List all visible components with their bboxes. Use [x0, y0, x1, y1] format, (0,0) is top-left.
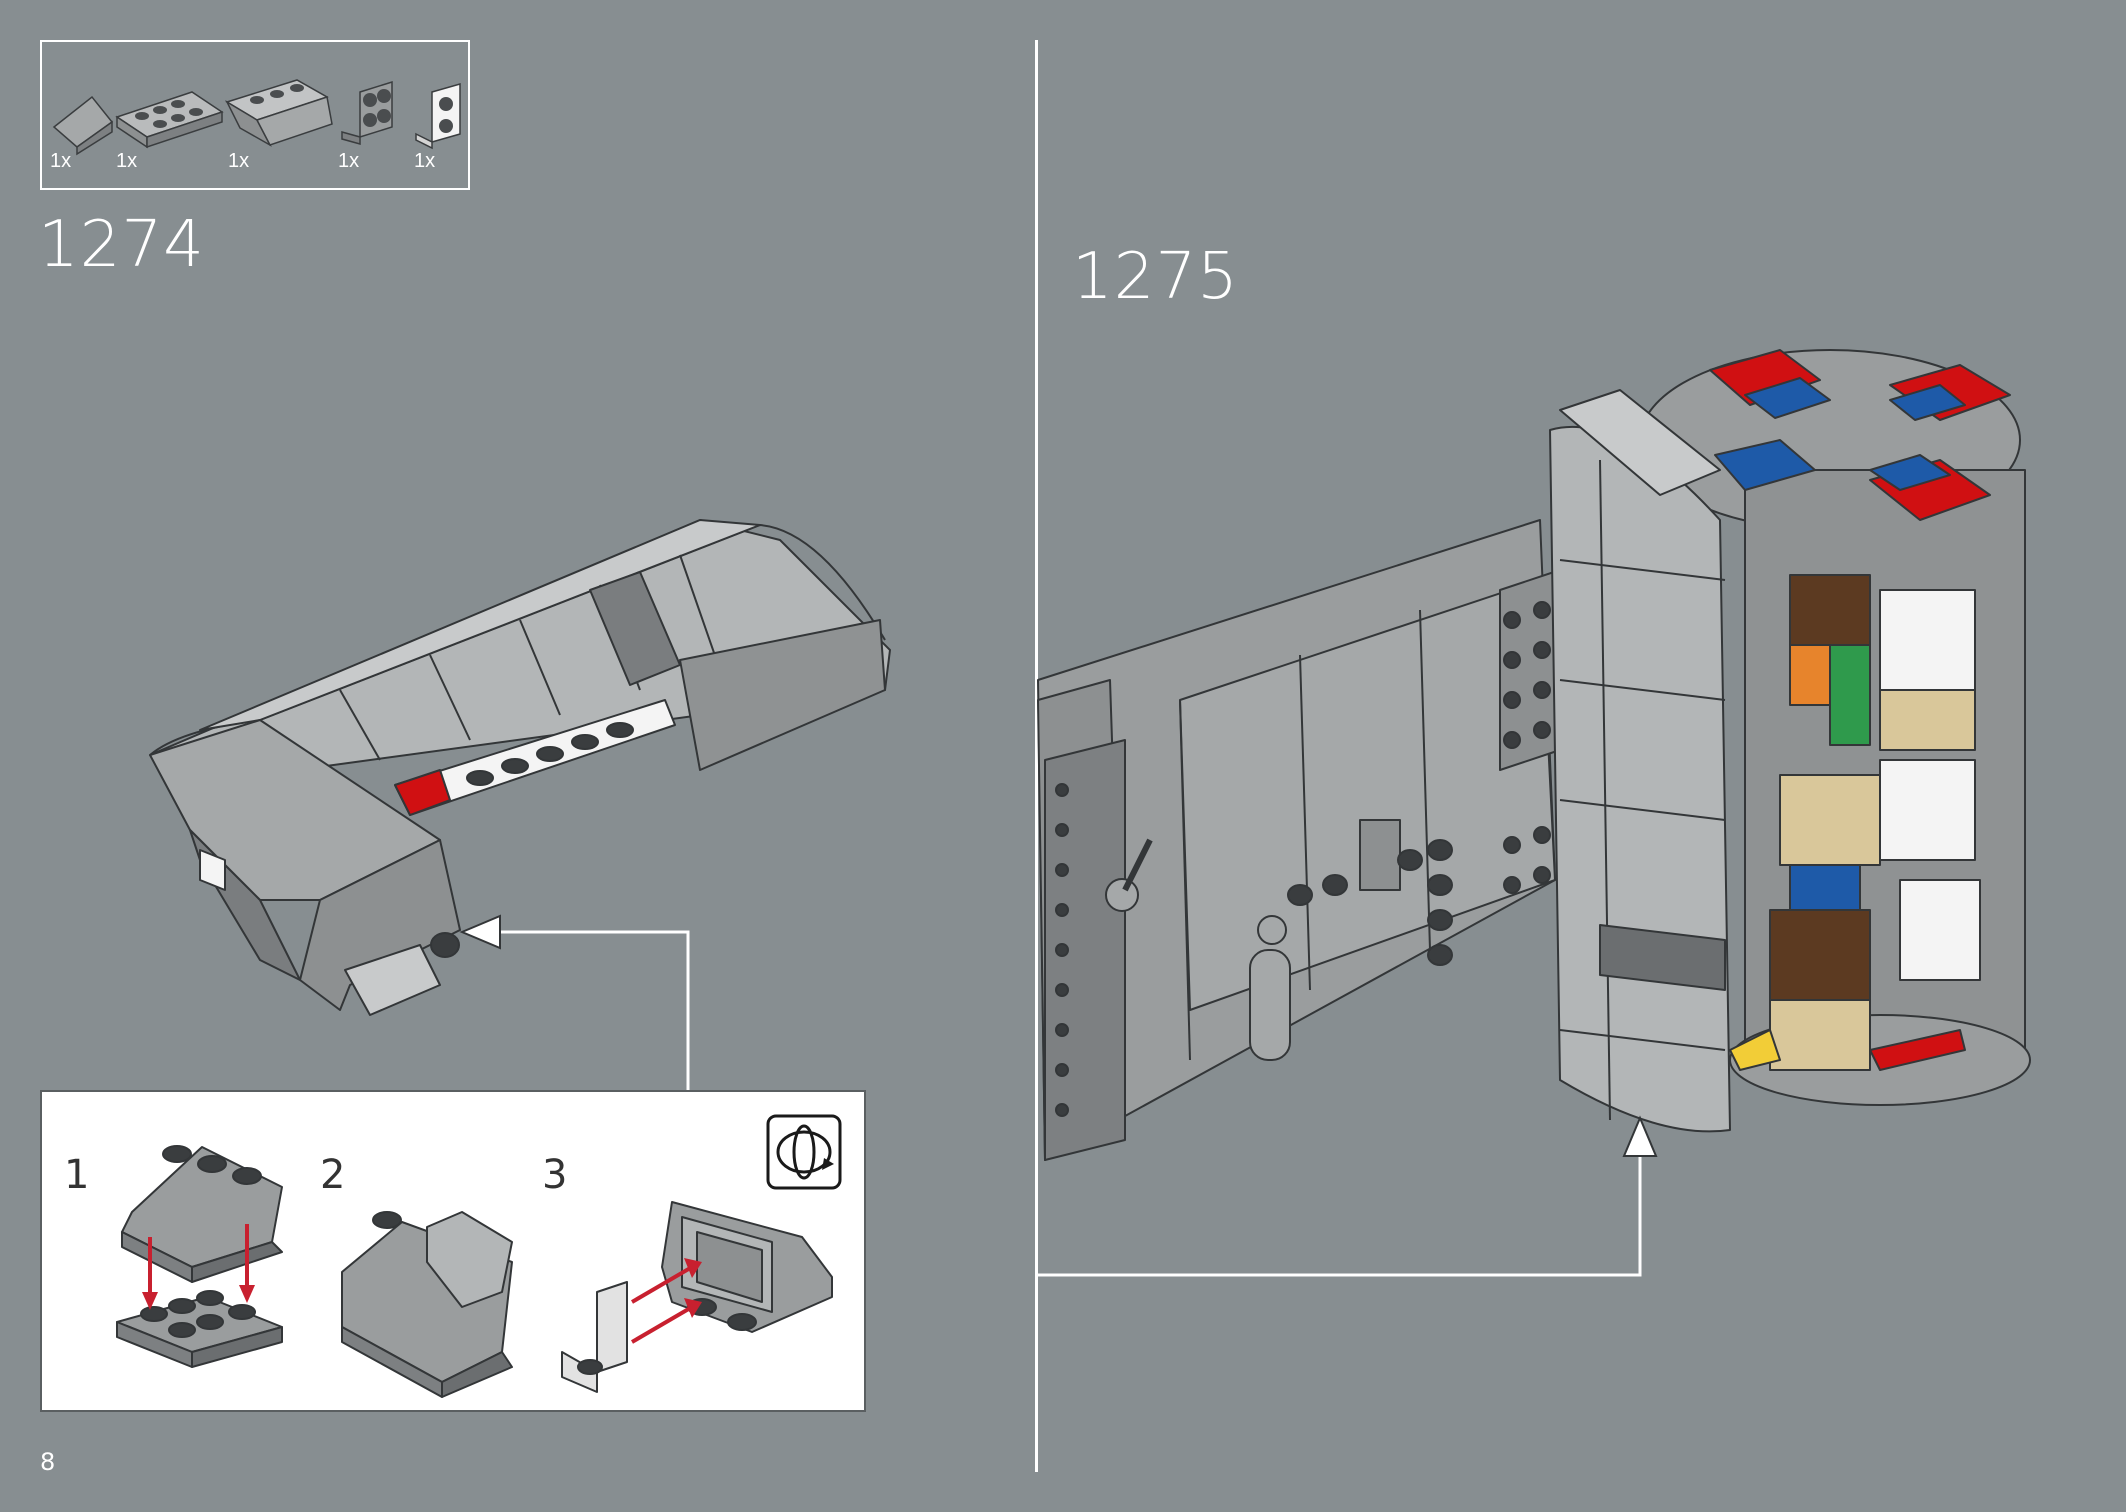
- step-1275-model: [1037, 349, 2031, 1161]
- rotate-model-icon: [766, 1114, 842, 1190]
- sub-build-box: 1 2 3: [40, 1090, 866, 1412]
- part-slope-2x4: [225, 79, 333, 147]
- sub-step-1-illustration: [116, 1145, 283, 1368]
- sub-step-number: 3: [542, 1152, 568, 1198]
- page-number: 8: [40, 1448, 56, 1476]
- colored-bricks-middle: [1729, 574, 1981, 1071]
- part-slope-small: [52, 95, 114, 156]
- part-quantity: 1x: [414, 150, 436, 172]
- sub-step-3-illustration: [561, 1201, 833, 1393]
- part-quantity: 1x: [228, 150, 250, 172]
- part-quantity: 1x: [116, 150, 138, 172]
- step-number-1274: 1274: [38, 208, 205, 282]
- part-quantity: 1x: [338, 150, 360, 172]
- part-bracket-white: [415, 83, 461, 150]
- step-1274-model: [149, 519, 891, 1016]
- parts-list-illustration: [52, 79, 461, 156]
- sub-step-number: 2: [320, 1152, 346, 1198]
- part-quantity: 1x: [50, 150, 72, 172]
- part-plate-2x4: [115, 91, 224, 149]
- sub-step-2-illustration: [341, 1211, 513, 1398]
- colored-bricks-top: [1709, 349, 2011, 521]
- step-number-1275: 1275: [1072, 240, 1239, 314]
- part-bracket-dark: [341, 80, 393, 145]
- sub-build-illustrations: [116, 1114, 842, 1398]
- page-divider: [1035, 40, 1038, 1472]
- sub-step-number: 1: [64, 1152, 90, 1198]
- parts-list-box: 1x 1x 1x 1x 1x: [40, 40, 470, 190]
- callout-arrow-icon: [459, 914, 690, 1090]
- callout-arrow-icon: [1038, 1115, 1658, 1277]
